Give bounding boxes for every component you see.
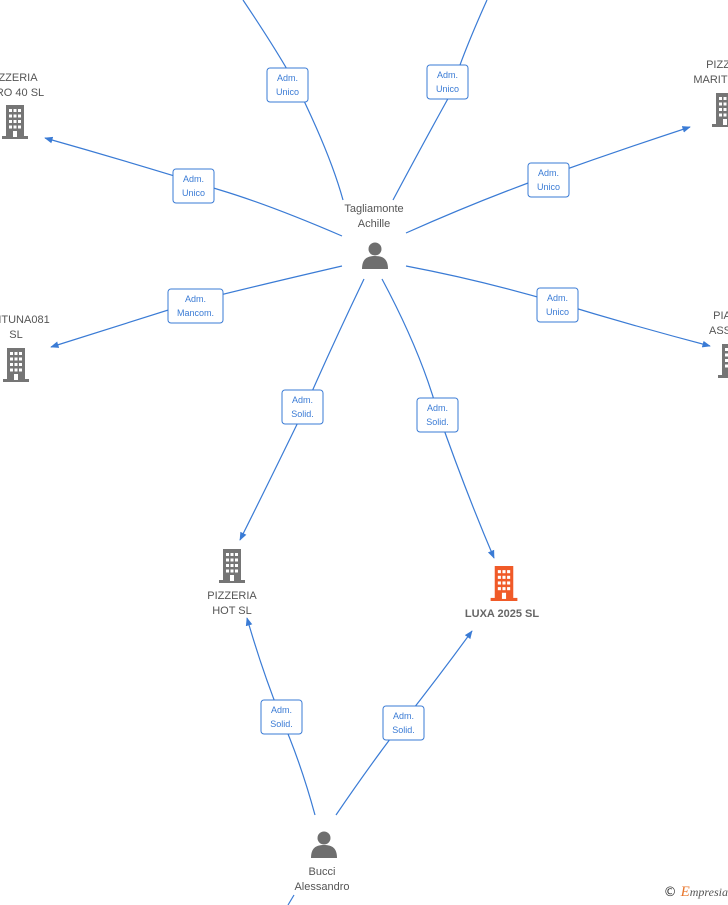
person-icon (362, 242, 388, 269)
empresia-watermark: ©Empresia (664, 884, 728, 901)
edge-badge[interactable]: Adm. Unico (172, 168, 215, 204)
svg-text:Solid.: Solid. (270, 719, 293, 729)
svg-text:Mancom.: Mancom. (177, 308, 214, 318)
company-node-pizzeria-hot[interactable]: PIZZERIA HOT SL (207, 549, 257, 617)
building-icon (219, 549, 245, 583)
svg-text:Solid.: Solid. (392, 725, 415, 735)
watermark-initial: E (680, 884, 690, 900)
svg-text:PIZZERIA: PIZZERIA (207, 590, 257, 602)
svg-text:LUXA 2025 SL: LUXA 2025 SL (465, 608, 539, 620)
edge-top-left (242, 0, 344, 201)
person-node-bucci[interactable]: Bucci Alessandro (294, 831, 350, 894)
building-icon (3, 348, 29, 382)
svg-text:Tagliamonte: Tagliamonte (344, 203, 403, 215)
svg-text:Unico: Unico (182, 188, 205, 198)
svg-text:Bucci: Bucci (309, 866, 336, 878)
svg-text:ITUNA081: ITUNA081 (0, 314, 50, 326)
svg-text:ASS: ASS (709, 325, 728, 337)
svg-text:Adm.: Adm. (292, 395, 313, 405)
edge-bottom (287, 894, 295, 905)
company-node-midright[interactable]: PIA ASS (709, 310, 728, 378)
edge-badge[interactable]: Adm. Unico (266, 67, 309, 103)
svg-text:PIA: PIA (713, 310, 728, 322)
svg-text:Unico: Unico (537, 182, 560, 192)
company-node-midleft[interactable]: ITUNA081 SL (0, 314, 50, 382)
svg-text:Unico: Unico (546, 307, 569, 317)
svg-text:Solid.: Solid. (291, 409, 314, 419)
building-icon (718, 344, 728, 378)
edge-badge[interactable]: Adm. Solid. (260, 699, 303, 735)
edge-top-right (392, 0, 488, 201)
svg-text:Alessandro: Alessandro (294, 881, 349, 893)
svg-text:Adm.: Adm. (277, 73, 298, 83)
svg-text:Adm.: Adm. (183, 174, 204, 184)
svg-text:Unico: Unico (276, 87, 299, 97)
svg-text:Unico: Unico (436, 84, 459, 94)
svg-text:ZZERIA: ZZERIA (0, 72, 38, 84)
company-node-topright[interactable]: PIZZ MARITI (693, 59, 728, 127)
svg-text:Solid.: Solid. (426, 417, 449, 427)
svg-text:Adm.: Adm. (427, 403, 448, 413)
edge-badge[interactable]: Adm. Unico (536, 287, 579, 323)
svg-text:Adm.: Adm. (185, 294, 206, 304)
person-node-tagliamonte[interactable]: Tagliamonte Achille (344, 203, 404, 269)
edge-badge[interactable]: Adm. Solid. (416, 397, 459, 433)
svg-text:MARITI: MARITI (693, 74, 728, 86)
company-node-luxa-2025[interactable]: LUXA 2025 SL (465, 566, 539, 620)
building-icon (2, 105, 28, 139)
company-node-topleft[interactable]: ZZERIA RO 40 SL (0, 72, 44, 139)
svg-text:Adm.: Adm. (271, 705, 292, 715)
person-icon (311, 831, 337, 858)
edge-badge[interactable]: Adm. Unico (426, 64, 469, 100)
edge-badges: Adm. Unico Adm. Unico Adm. Unico Adm. Un… (167, 64, 579, 741)
edge-badge[interactable]: Adm. Solid. (382, 705, 425, 741)
svg-text:Adm.: Adm. (538, 168, 559, 178)
svg-text:Adm.: Adm. (393, 711, 414, 721)
svg-text:SL: SL (9, 329, 22, 341)
svg-text:Achille: Achille (358, 218, 390, 230)
edge-to-pizzeria-topleft (44, 136, 343, 237)
svg-text:HOT SL: HOT SL (212, 605, 252, 617)
svg-text:RO 40 SL: RO 40 SL (0, 87, 44, 99)
svg-text:PIZZ: PIZZ (706, 59, 728, 71)
edge-badge[interactable]: Adm. Unico (527, 162, 570, 198)
building-icon (490, 566, 518, 601)
watermark-text: mpresia (689, 885, 728, 899)
svg-text:Adm.: Adm. (437, 70, 458, 80)
edges (44, 0, 711, 905)
building-icon (712, 93, 728, 127)
copyright-icon: © (663, 885, 677, 900)
svg-text:Adm.: Adm. (547, 293, 568, 303)
edge-badge[interactable]: Adm. Mancom. (167, 288, 224, 324)
edge-badge[interactable]: Adm. Solid. (281, 389, 324, 425)
